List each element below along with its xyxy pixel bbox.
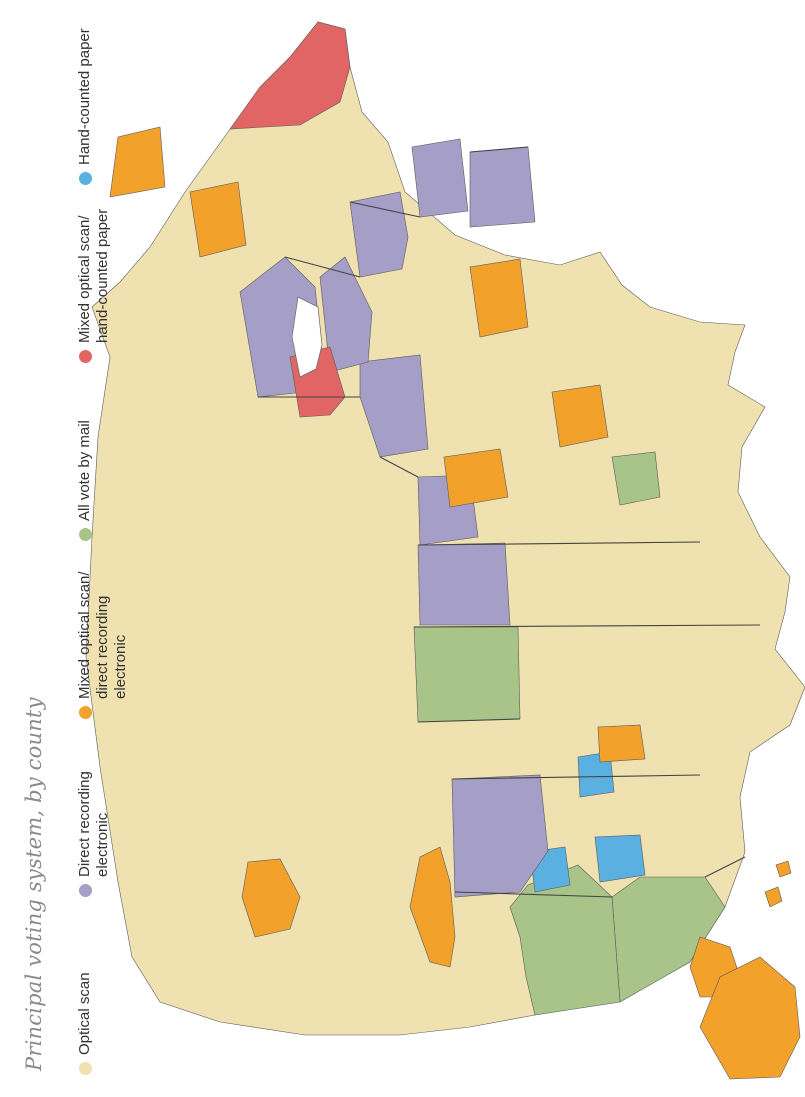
- legend-label: Mixed optical scan/ direct recording ele…: [76, 571, 129, 699]
- legend-swatch-mail: [79, 528, 92, 541]
- legend-item-mixed-dre: Mixed optical scan/ direct recording ele…: [76, 549, 130, 719]
- legend-swatch-optical-scan: [79, 1062, 92, 1075]
- great-lakes-water: [291, 296, 323, 378]
- state-mail-colorado: [413, 626, 521, 723]
- mixed-dre-arkansas: [597, 724, 646, 763]
- mixed-dre-louisiana: [241, 858, 301, 938]
- legend-swatch-mixed-dre: [79, 706, 92, 719]
- legend-swatch-hand: [79, 172, 92, 185]
- mixed-dre-wisconsin: [189, 181, 247, 258]
- alaska-inset: [699, 956, 801, 1080]
- state-dre-south-carolina: [319, 256, 373, 373]
- state-dre-pennsylvania: [411, 138, 469, 218]
- mixed-hand-maine: [229, 21, 351, 130]
- legend-label: Optical scan: [76, 972, 93, 1055]
- legend-label: Hand-counted paper: [76, 28, 93, 165]
- map-title: Principal voting system, by county: [22, 697, 46, 1071]
- mixed-dre-virginia: [469, 258, 529, 338]
- state-dre-indiana: [349, 191, 409, 278]
- legend-swatch-mixed-hand: [79, 350, 92, 363]
- legend-item-mixed-hand: Mixed optical scan/ hand-counted paper: [76, 193, 112, 363]
- state-dre-tennessee: [359, 354, 429, 458]
- legend-item-hand: Hand-counted paper: [76, 15, 94, 185]
- hand-patch-montana: [594, 834, 646, 883]
- legend-label: Direct recording electronic: [76, 771, 111, 877]
- legend-label: Mixed optical scan/ hand-counted paper: [76, 208, 111, 343]
- legend-item-mail: All vote by mail: [76, 371, 94, 541]
- legend-item-dre: Direct recording electronic: [76, 727, 112, 897]
- state-dre-kansas: [417, 542, 511, 626]
- state-mail-oregon: [509, 864, 621, 1016]
- hawaii-inset: [764, 860, 792, 908]
- mixed-dre-illinois: [443, 448, 509, 508]
- state-dre-new-york: [469, 146, 536, 228]
- mixed-dre-ohio: [551, 384, 609, 448]
- state-dre-utah-arizona: [451, 774, 549, 898]
- state-borders: [258, 146, 761, 898]
- legend-item-optical-scan: Optical scan: [76, 905, 94, 1075]
- mixed-dre-new-jersey: [109, 126, 166, 198]
- mixed-dre-texas: [409, 846, 456, 968]
- legend-swatch-dre: [79, 884, 92, 897]
- legend-label: All vote by mail: [76, 420, 93, 521]
- mail-patch-north-dakota: [611, 451, 661, 506]
